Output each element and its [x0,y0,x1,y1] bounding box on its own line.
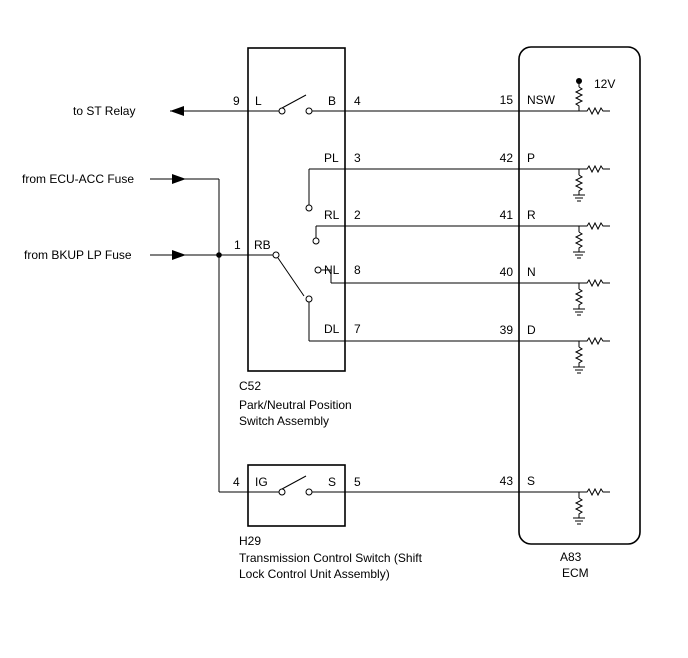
c52-pin-1: 1 [234,238,241,252]
a83-code: A83 [560,550,582,564]
ecm-pin-number: 43 [500,474,514,488]
ecm-pin-name: NSW [527,93,556,107]
ground-icon [573,517,585,525]
ecm-pulldown-resistor [574,492,584,518]
dl-wire [308,302,583,342]
ecm-pulldown-resistor [574,341,584,367]
st-relay-wire [170,106,282,116]
ecu-acc-wire [150,174,282,493]
c52-switch-box [247,47,346,372]
supply-12v-label: 12V [594,77,615,91]
ecm-pin-name: D [527,323,536,337]
st-relay-label: to ST Relay [73,104,135,118]
h29-switch-box [247,464,346,527]
a83-ecm-box [518,46,641,545]
c52-pin-4: 4 [354,94,361,108]
c52-pin-nl: NL [324,263,340,277]
ecm-pin-number: 42 [500,151,514,165]
ecm-input-resistor [583,106,610,116]
h29-code: H29 [239,534,261,548]
ground-icon [573,194,585,202]
nl-wire [321,269,583,284]
c52-lb-switch [278,94,313,115]
ecm-pin-number: 40 [500,265,514,279]
ecm-pin-number: 41 [500,208,514,222]
c52-pin-2: 2 [354,208,361,222]
ecm-pulldown-resistor [574,283,584,309]
c52-pin-9: 9 [233,94,240,108]
ground-icon [573,308,585,316]
c52-name-line1: Park/Neutral Position [239,398,352,412]
ground-icon [573,366,585,374]
c52-pin-rl: RL [324,208,340,222]
ecm-pin-name: R [527,208,536,222]
pl-wire [308,168,583,205]
c52-pin-rb: RB [254,238,271,252]
ecu-acc-label: from ECU-ACC Fuse [22,172,134,186]
ecm-pin-name: S [527,474,535,488]
c52-pin-pl: PL [324,151,339,165]
h29-pin-4: 4 [233,475,240,489]
h29-ig-s-switch [278,475,313,496]
c52-pin-7: 7 [354,322,361,336]
ecm-pin-number: 15 [500,93,514,107]
ecm-pin-name: P [527,151,535,165]
nsw-pullup [574,78,584,111]
c52-pin-dl: DL [324,322,340,336]
ecm-pulldown-resistor [574,169,584,195]
h29-pin-ig: IG [255,475,268,489]
c52-name-line2: Switch Assembly [239,414,329,428]
bkup-lp-label: from BKUP LP Fuse [24,248,132,262]
ecm-pulldown-resistor [574,226,584,252]
ecm-pin-number: 39 [500,323,514,337]
ecm-pin-name: N [527,265,536,279]
c52-pin-3: 3 [354,151,361,165]
h29-name-line1: Transmission Control Switch (Shift [239,551,423,565]
ecm-input-resistor [583,278,610,288]
c52-pin-l: L [255,94,262,108]
c52-pin-8: 8 [354,263,361,277]
arrow-right-icon [172,250,186,260]
junction-dot [216,252,222,258]
arrow-right-icon [172,174,186,184]
ecm-input-resistor [583,164,610,174]
a83-name: ECM [562,566,589,580]
arrow-left-icon [170,106,184,116]
c52-code: C52 [239,379,261,393]
bkup-lp-wire [150,250,273,260]
ground-icon [573,251,585,259]
c52-rb-selector [272,204,322,303]
rl-wire [315,225,583,238]
h29-pin-5: 5 [354,475,361,489]
h29-pin-s: S [328,475,336,489]
ecm-input-resistor [583,221,610,231]
ecm-input-resistor [583,336,610,346]
ecm-input-resistor [583,487,610,497]
c52-pin-b: B [328,94,336,108]
h29-name-line2: Lock Control Unit Assembly) [239,567,390,581]
